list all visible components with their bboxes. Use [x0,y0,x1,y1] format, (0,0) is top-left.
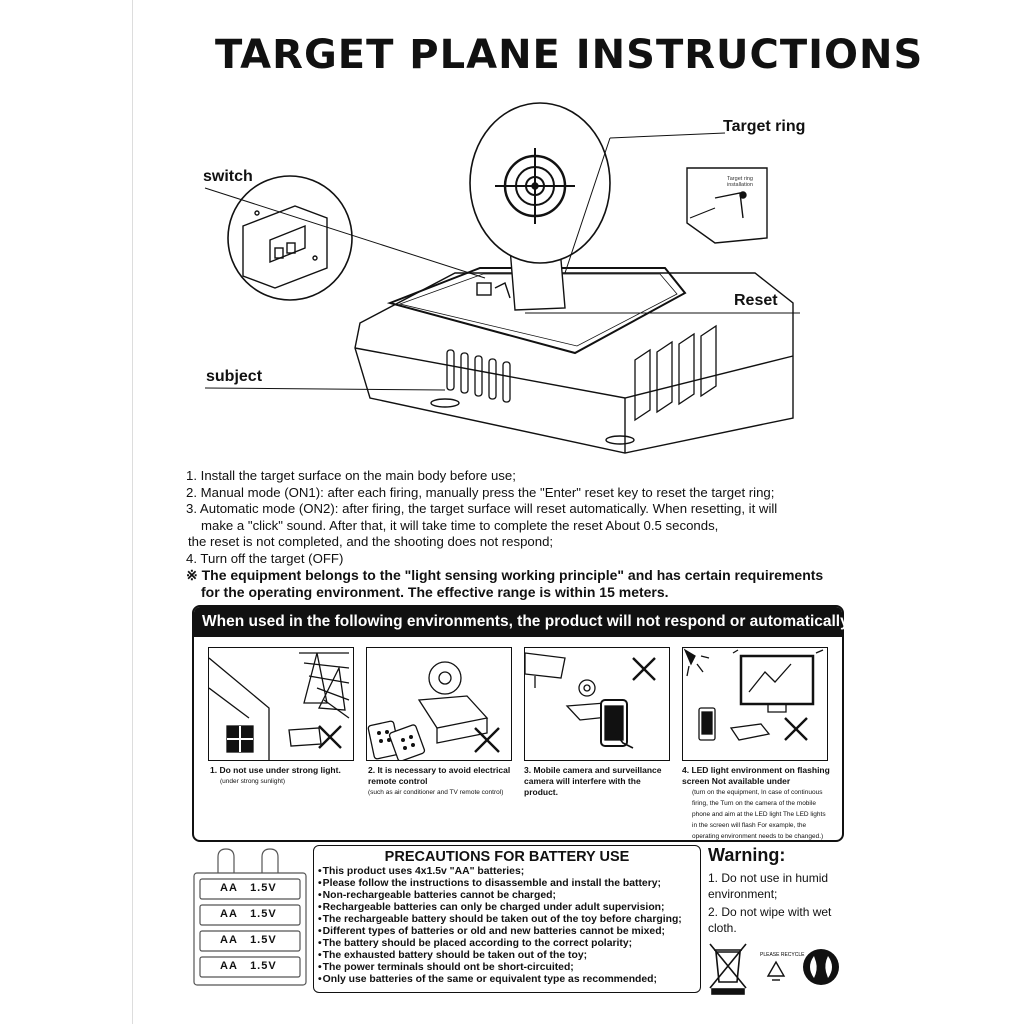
callout-subject: subject [206,368,263,385]
list-item: The battery should be placed according t… [318,938,700,950]
note: ※ The equipment belongs to the "light se… [186,567,824,583]
cross-icon [632,657,656,681]
callout-switch: switch [203,168,253,185]
battery-label-2: AA 1.5V [220,908,277,920]
env-panel-camera [524,647,670,761]
env-caption-1: 1. Do not use under strong light. (under… [210,765,341,785]
battery-compartment-illustration [193,848,307,986]
note-cont: for the operating environment. The effec… [201,583,669,600]
step-3-cont: make a "click" sound. After that, it wil… [201,517,719,533]
instructions: 1. Install the target surface on the mai… [186,468,846,600]
battery-label-4: AA 1.5V [220,960,277,972]
page-edge [0,0,133,1024]
callout-target-ring: Target ring [723,118,806,135]
env-panel-remote [366,647,512,762]
cross-icon [474,727,500,753]
battery-label-3: AA 1.5V [220,934,277,946]
list-item: The exhausted battery should be taken ou… [318,950,700,962]
battery-precautions: PRECAUTIONS FOR BATTERY USE This product… [313,845,701,993]
env-caption-4: 4. LED light environment on flashing scr… [682,765,830,840]
cross-icon [318,725,342,749]
sunlight-illustration [208,652,350,760]
list-item: Non-rechargeable batteries cannot be cha… [318,890,700,902]
environment-box: When used in the following environments,… [192,605,877,842]
list-item: Rechargeable batteries can only be charg… [318,902,700,914]
list-item: 1. Do not use in humid environment; [708,871,829,901]
page-title: TARGET PLANE INSTRUCTIONS [215,32,924,78]
step-3: 3. Automatic mode (ON2): after firing, t… [186,501,778,516]
callout-reset: Reset [734,292,778,309]
green-dot-icon [803,949,839,985]
warning-list: 1. Do not use in humid environment; 2. D… [708,870,838,936]
step-2: 2. Manual mode (ON1): after each firing,… [186,484,775,500]
led-illustration [683,648,824,741]
list-item: The rechargeable battery should be taken… [318,914,700,926]
remote-illustration [367,661,500,762]
list-item: 2. Do not wipe with wet cloth. [708,905,832,935]
list-item: Different types of batteries or old and … [318,926,700,938]
disposal-symbols: PLEASE RECYCLE [709,943,839,995]
list-item: Only use batteries of the same or equiva… [318,974,700,986]
list-item: Please follow the instructions to disass… [318,878,700,890]
battery-label-1: AA 1.5V [220,882,277,894]
warning-title: Warning: [708,845,786,865]
env-panel-sunlight [208,647,354,761]
recycle-icon [766,960,786,981]
precautions-list: This product uses 4x1.5v "AA" batteries;… [318,866,700,986]
recycle-text: PLEASE RECYCLE [760,952,805,958]
cross-icon [784,717,808,741]
step-4: 4. Turn off the target (OFF) [186,550,344,566]
env-caption-2: 2. It is necessary to avoid electrical r… [368,765,511,796]
env-caption-3: 3. Mobile camera and surveillance camera… [524,765,662,797]
camera-illustration [524,652,656,749]
product-diagram [204,102,800,454]
step-3-cont2: the reset is not completed, and the shoo… [188,534,554,549]
inset-label: Target ring installation [727,176,753,188]
crossed-bin-icon [709,943,747,995]
list-item: This product uses 4x1.5v "AA" batteries; [318,866,700,878]
warning-section: Warning: 1. Do not use in humid environm… [708,845,838,938]
step-1: 1. Install the target surface on the mai… [186,468,516,483]
list-item: The power terminals should ont be short-… [318,962,700,974]
precautions-title: PRECAUTIONS FOR BATTERY USE [384,849,630,865]
environment-header: When used in the following environments,… [194,607,877,637]
env-panel-led [682,647,828,761]
